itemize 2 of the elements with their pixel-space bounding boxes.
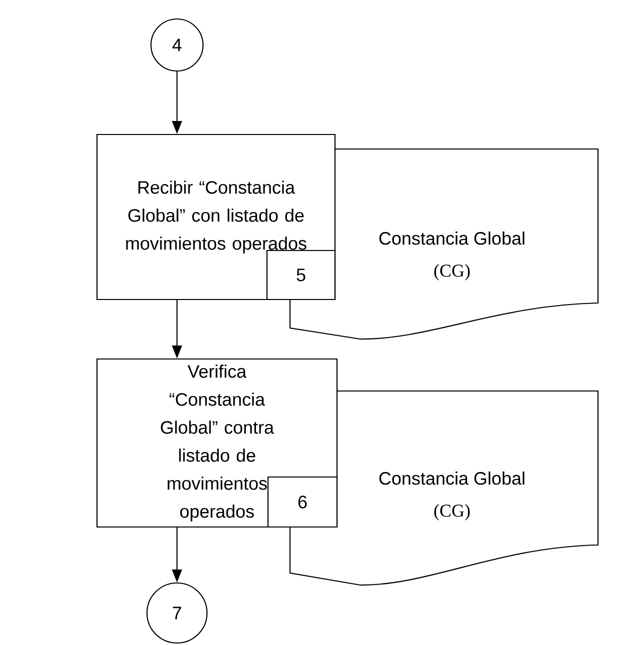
number-box: 6 [267,476,338,528]
number-box: 5 [266,250,336,300]
